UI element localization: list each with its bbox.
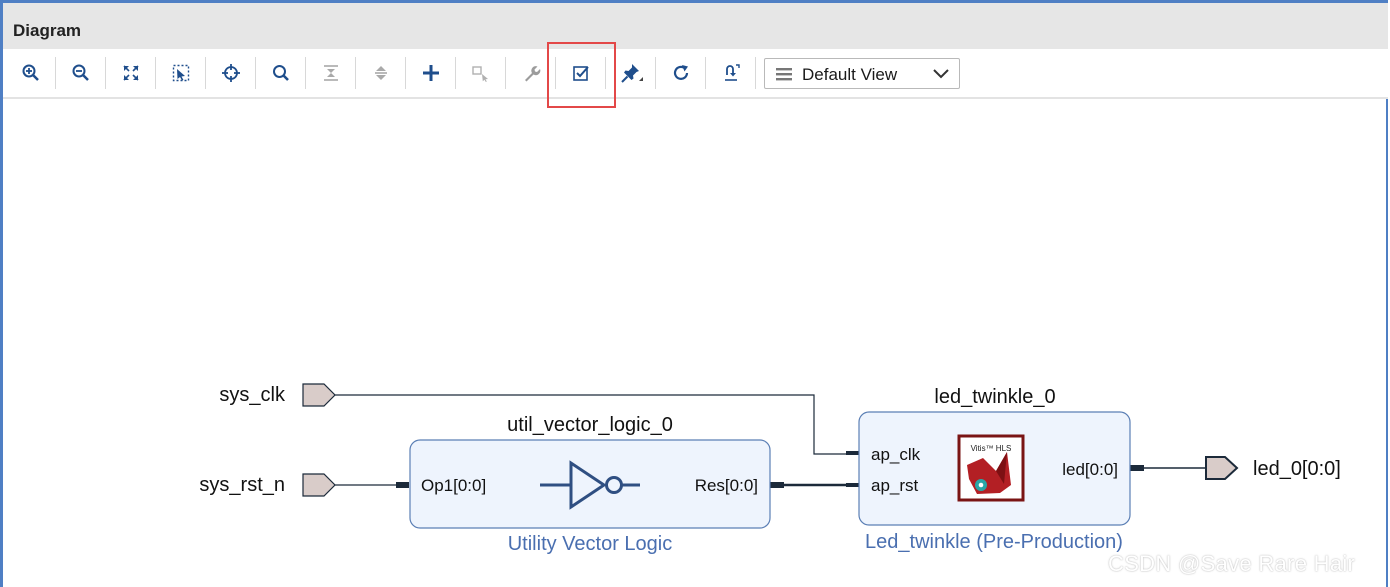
- not-gate-icon: [540, 460, 640, 510]
- block-type-util: Utility Vector Logic: [508, 533, 673, 555]
- routing-icon: [725, 64, 740, 81]
- regenerate-layout-button[interactable]: [668, 60, 694, 86]
- expand-icon: [375, 66, 387, 80]
- auto-fit-selection-button[interactable]: [218, 60, 244, 86]
- crosshair-icon: [222, 64, 240, 82]
- port-label-led-0: led_0[0:0]: [1253, 458, 1341, 480]
- add-ip-button[interactable]: [418, 60, 444, 86]
- block-instance-util: util_vector_logic_0: [507, 414, 673, 436]
- panel-title: Diagram: [13, 21, 82, 40]
- validate-design-button[interactable]: [568, 60, 594, 86]
- block-instance-led: led_twinkle_0: [934, 386, 1055, 408]
- zoom-area-icon: [172, 64, 190, 82]
- pin-res[interactable]: Res[0:0]: [695, 476, 758, 495]
- util-vector-logic-block[interactable]: [409, 439, 771, 529]
- wire-sys-clk[interactable]: [335, 394, 859, 455]
- search-button[interactable]: [268, 60, 294, 86]
- collapse-all-button[interactable]: [318, 60, 344, 86]
- zoom-fit-button[interactable]: [118, 60, 144, 86]
- fit-icon: [123, 65, 139, 81]
- pin-op1[interactable]: Op1[0:0]: [421, 476, 486, 495]
- port-sys-clk[interactable]: [302, 383, 336, 407]
- pin-ap-clk[interactable]: ap_clk: [871, 445, 921, 464]
- zoom-in-button[interactable]: [18, 60, 44, 86]
- view-select-value: Default View: [802, 65, 898, 84]
- pin-button[interactable]: [618, 60, 644, 86]
- plus-icon: [423, 65, 439, 81]
- settings-button[interactable]: [518, 60, 544, 86]
- connection-icon: [472, 66, 488, 82]
- pin-led[interactable]: led[0:0]: [1062, 460, 1118, 479]
- search-icon: [273, 65, 289, 81]
- vitis-hls-label: Vitis™ HLS: [971, 444, 1012, 453]
- view-select[interactable]: Default View: [764, 58, 960, 89]
- zoom-area-button[interactable]: [168, 60, 194, 86]
- port-label-sys-clk: sys_clk: [219, 384, 286, 406]
- zoom-out-button[interactable]: [68, 60, 94, 86]
- vitis-hls-logo: Vitis™ HLS: [957, 434, 1025, 502]
- zoom-in-icon: [22, 64, 39, 81]
- validate-highlight-box: [547, 42, 616, 108]
- collapse-icon: [324, 65, 338, 81]
- wrench-icon: [525, 66, 541, 82]
- zoom-out-icon: [72, 64, 89, 81]
- diagram-toolbar: [3, 49, 1388, 99]
- port-led-0[interactable]: [1205, 456, 1239, 480]
- watermark: CSDN @Save Rare Hair: [1108, 551, 1356, 576]
- diagram-canvas[interactable]: sys_clk sys_rst_n util_vector_logic_0 Op…: [3, 99, 1388, 587]
- list-icon: [776, 68, 792, 81]
- block-type-led: Led_twinkle (Pre-Production): [865, 531, 1123, 553]
- pin-ap-rst[interactable]: ap_rst: [871, 476, 919, 495]
- expand-all-button[interactable]: [368, 60, 394, 86]
- port-label-sys-rst-n: sys_rst_n: [199, 474, 285, 496]
- checkbox-icon: [573, 66, 589, 81]
- panel-title-bar: Diagram: [3, 3, 1388, 49]
- make-connection-button[interactable]: [468, 60, 494, 86]
- pin-icon: [621, 64, 643, 83]
- port-sys-rst-n[interactable]: [302, 473, 336, 497]
- chevron-down-icon: [933, 69, 949, 79]
- optimize-routing-button[interactable]: [718, 60, 744, 86]
- refresh-icon: [673, 65, 689, 80]
